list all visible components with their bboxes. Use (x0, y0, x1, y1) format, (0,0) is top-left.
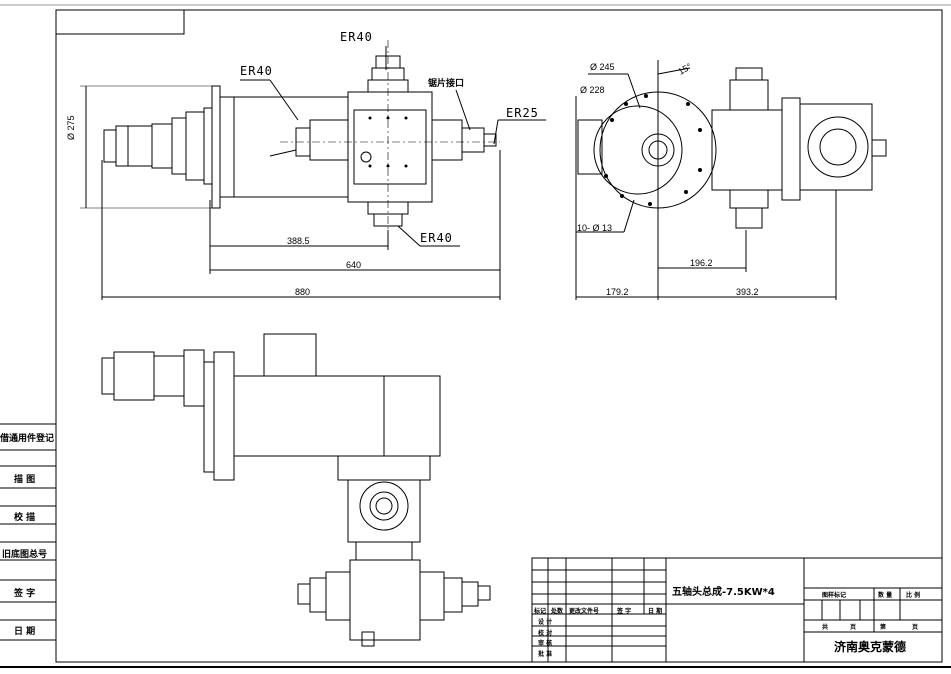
dim-640: 640 (346, 260, 362, 270)
tb-right-header-3: 比 例 (906, 592, 921, 599)
tb-header-4: 签 字 (617, 608, 632, 615)
tb-sheet-4: 页 (912, 624, 919, 631)
dim-388: 388.5 (287, 236, 310, 246)
tb-header-3: 更改文件号 (569, 608, 600, 615)
tb-header-1: 标记 (534, 608, 547, 615)
dim-196: 196.2 (690, 258, 713, 268)
label-er40-bottom: ER40 (420, 231, 453, 245)
label-angle: 15° (676, 61, 694, 77)
label-holes: 10- Ø 13 (577, 223, 613, 233)
side-row-2: 描 图 (14, 475, 36, 485)
side-row-1: 借通用件登记 (0, 434, 55, 444)
front-view (575, 60, 887, 300)
dim-393: 393.2 (736, 287, 759, 297)
label-er40-top: ER40 (340, 30, 373, 44)
tb-sheet-3: 第 (880, 624, 887, 631)
tb-role-1: 设 计 (538, 619, 553, 626)
tb-sheet-1: 共 (822, 624, 829, 631)
top-view (101, 333, 491, 647)
corner-box (55, 9, 185, 35)
side-row-3: 校 描 (14, 513, 36, 523)
side-row-4: 旧底图总号 (2, 550, 48, 560)
company-name: 济南奥克蒙德 (834, 640, 907, 654)
label-dia245: Ø 245 (590, 62, 615, 72)
tb-header-5: 日 期 (648, 608, 663, 615)
tb-role-4: 批 准 (538, 651, 553, 658)
tb-role-2: 校 对 (538, 630, 553, 637)
side-row-5: 签 字 (14, 589, 36, 599)
tb-role-3: 审 核 (538, 640, 553, 647)
tb-sheet-2: 页 (850, 624, 857, 631)
tb-right-header-1: 图样标记 (822, 592, 847, 599)
tb-right-header-2: 数 量 (878, 592, 893, 599)
dim-179: 179.2 (606, 287, 629, 297)
title-block (531, 557, 943, 663)
label-dia275: Ø 275 (66, 115, 76, 140)
side-table (0, 423, 56, 641)
drawing-border (55, 9, 943, 663)
side-view (80, 40, 546, 300)
dim-880: 880 (295, 287, 311, 297)
side-row-6: 日 期 (14, 627, 36, 637)
label-er25: ER25 (506, 106, 539, 120)
label-dia228: Ø 228 (580, 85, 605, 95)
label-er40-left: ER40 (240, 64, 273, 78)
label-saw-port: 锯片接口 (428, 79, 465, 89)
drawing-title: 五轴头总成-7.5KW*4 (672, 587, 775, 598)
tb-header-2: 处数 (551, 608, 564, 615)
